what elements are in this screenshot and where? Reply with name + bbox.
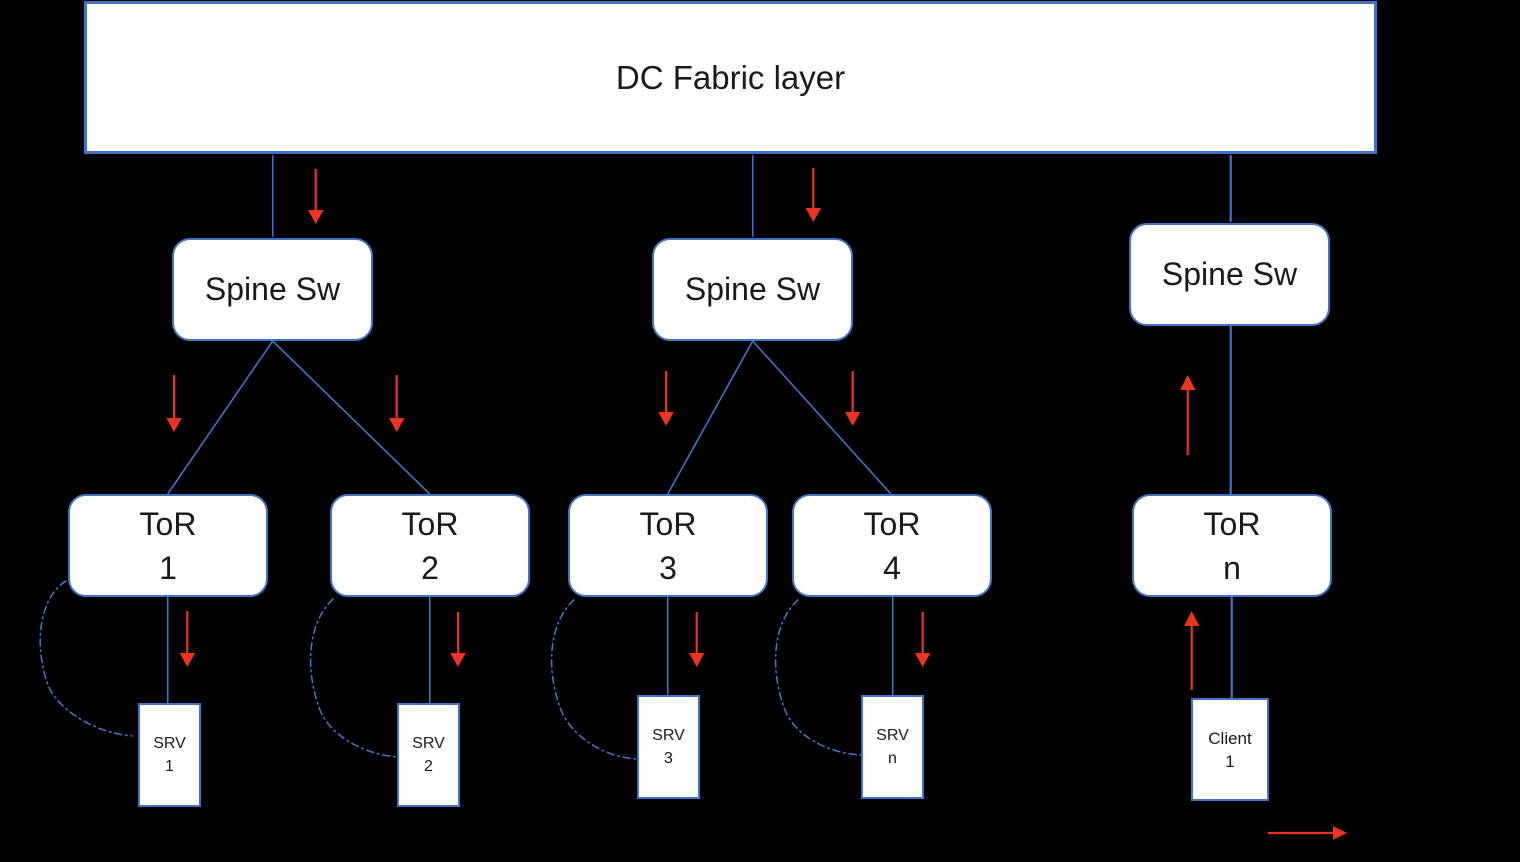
spine-switch-3: Spine Sw (1129, 223, 1330, 326)
dc-fabric-box: DC Fabric layer (84, 1, 1377, 154)
arrow-up-tor-n-spine-3 (1180, 375, 1196, 455)
server-n-number: n (888, 750, 897, 767)
tor-switch-n: ToR n (1132, 494, 1332, 597)
tor-switch-3-name: ToR (639, 505, 697, 542)
client-1-number: 1 (1225, 751, 1235, 771)
tor-switch-4: ToR 4 (792, 494, 992, 597)
link-spine-1-tor-1 (167, 340, 274, 495)
arrow-down-tor-2-srv-2 (450, 612, 466, 667)
arrow-down-tor-3-srv-3 (689, 612, 705, 667)
loopback-curve-tor-3 (550, 599, 638, 760)
server-1-name: SRV (153, 735, 186, 752)
tor-switch-1-number: 1 (159, 549, 177, 586)
tor-switch-2-number: 2 (421, 549, 439, 586)
arrow-down-spine-2-tor-4 (845, 371, 861, 426)
arrow-down-spine-2-tor-3 (658, 371, 674, 426)
server-1-number: 1 (165, 758, 174, 775)
tor-switch-1: ToR 1 (68, 494, 268, 597)
tor-switch-4-name: ToR (863, 505, 921, 542)
arrow-down-spine-1-tor-2 (389, 375, 405, 432)
spine-switch-3-label: Spine Sw (1161, 256, 1298, 292)
arrow-down-fabric-spine-1 (308, 169, 324, 224)
tor-switch-3-number: 3 (659, 549, 677, 586)
server-n-name: SRV (876, 727, 909, 744)
dc-fabric-label: DC Fabric layer (615, 58, 846, 96)
tor-switch-1-name: ToR (139, 505, 197, 542)
server-3-name: SRV (652, 727, 685, 744)
server-2: SRV 2 (397, 703, 460, 807)
server-3-number: 3 (664, 750, 673, 767)
server-3: SRV 3 (637, 695, 700, 799)
arrow-down-fabric-spine-2 (805, 168, 821, 222)
spine-switch-1: Spine Sw (172, 238, 373, 341)
tor-switch-2: ToR 2 (330, 494, 530, 597)
link-spine-1-tor-2 (272, 340, 431, 495)
server-n: SRV n (861, 695, 924, 799)
arrow-down-tor-1-srv-1 (179, 611, 195, 667)
arrow-down-spine-1-tor-1 (166, 375, 182, 432)
loopback-curve-tor-4 (774, 599, 862, 756)
loopback-curve-tor-1 (39, 580, 133, 737)
arrow-up-client-tor-n (1184, 611, 1200, 690)
spine-switch-2-label: Spine Sw (684, 271, 821, 307)
spine-switch-2: Spine Sw (652, 238, 853, 341)
server-1: SRV 1 (138, 703, 201, 807)
server-2-number: 2 (424, 758, 433, 775)
arrow-down-tor-4-srv-n (915, 612, 931, 667)
tor-switch-4-number: 4 (883, 549, 901, 586)
server-2-name: SRV (412, 735, 445, 752)
link-spine-2-tor-3 (667, 340, 754, 495)
flow-direction-arrow (1268, 826, 1347, 840)
link-spine-2-tor-4 (752, 340, 892, 495)
client-1: Client 1 (1191, 698, 1269, 801)
tor-switch-3: ToR 3 (568, 494, 768, 597)
loopback-curve-tor-2 (309, 598, 398, 758)
spine-switch-1-label: Spine Sw (204, 271, 341, 307)
tor-switch-n-number: n (1223, 549, 1241, 586)
tor-switch-n-name: ToR (1203, 505, 1261, 542)
client-1-name: Client (1208, 728, 1252, 748)
tor-switch-2-name: ToR (401, 505, 459, 542)
